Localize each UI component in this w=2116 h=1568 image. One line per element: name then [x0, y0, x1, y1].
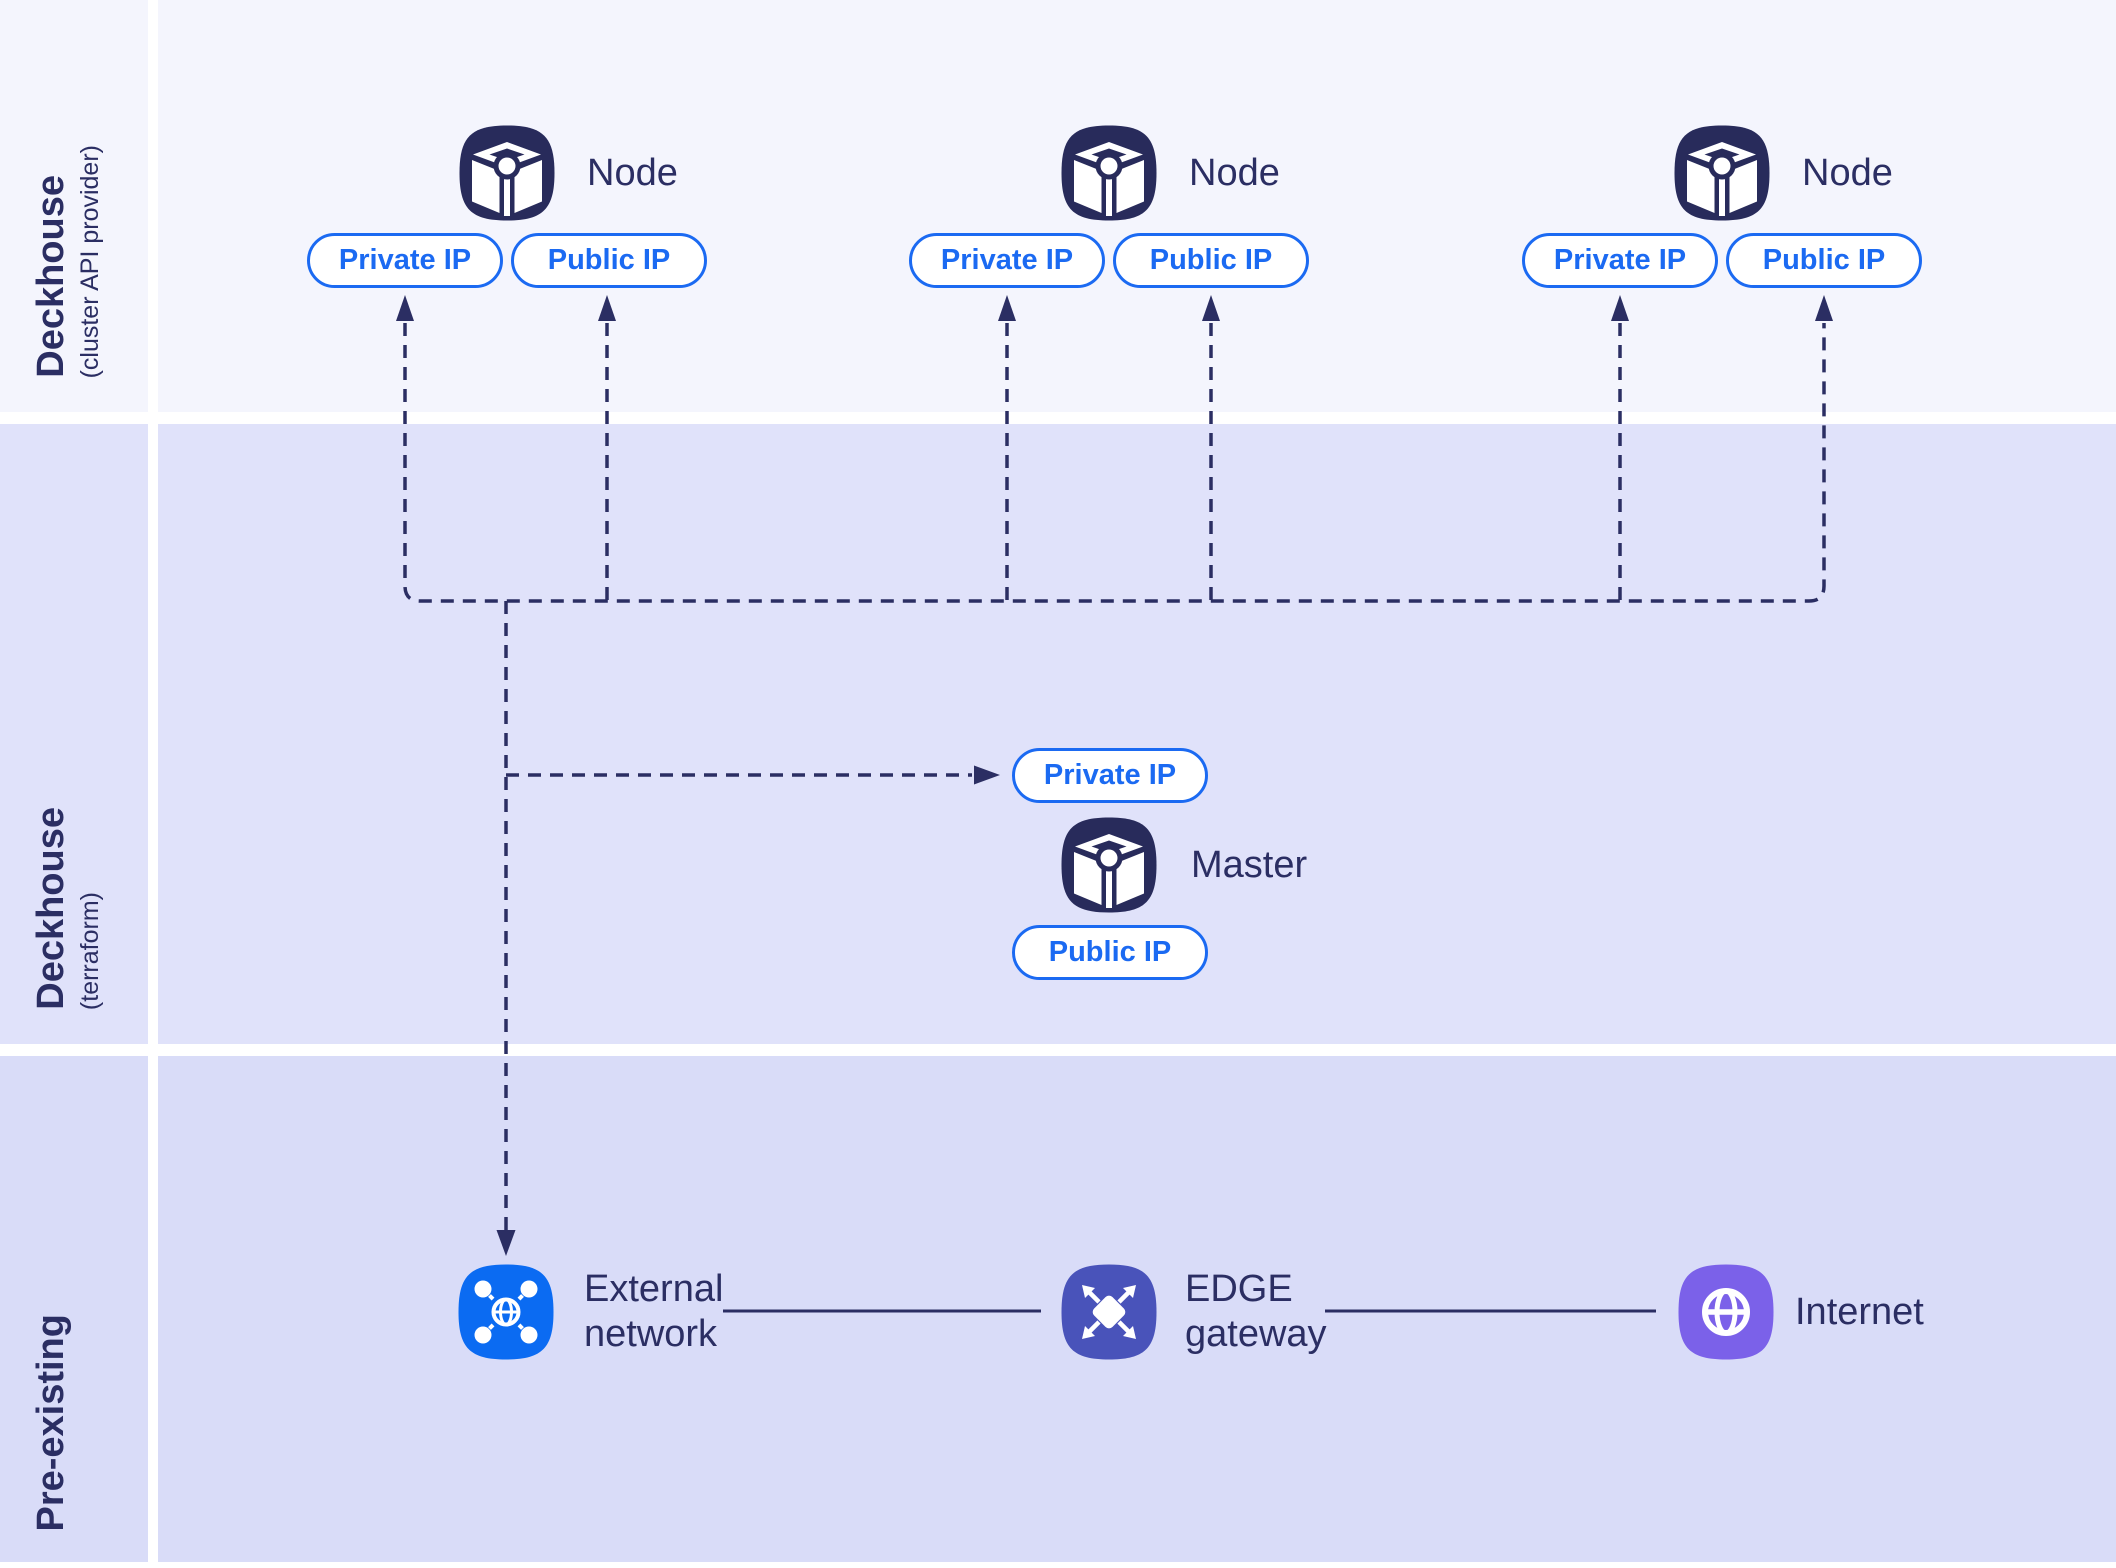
external-network-label: External network [584, 1262, 723, 1362]
internet-label: Internet [1795, 1262, 1924, 1362]
master-group: Private IP Master Public IP [910, 748, 1310, 980]
node-label-text: Node [587, 151, 678, 194]
lane-subtitle: (cluster API provider) [75, 144, 104, 378]
globe-icon [1676, 1262, 1776, 1362]
node-label: Node [1802, 123, 1893, 223]
public-ip-badge: Public IP [1012, 925, 1208, 980]
lane-label-deckhouse-terraform: Deckhouse (terraform) [30, 807, 104, 1010]
node-group-3: Node Private IP Public IP [1522, 123, 1922, 288]
external-network-group: External network [456, 1262, 876, 1362]
deckhouse-cube-icon [1059, 815, 1159, 915]
deckhouse-cube-icon [1059, 123, 1159, 223]
label-line-1: Internet [1795, 1290, 1924, 1333]
deckhouse-cube-icon [1672, 123, 1772, 223]
label-line-1: EDGE [1185, 1268, 1293, 1310]
node-label: Node [1189, 123, 1280, 223]
network-nodes-icon [456, 1262, 556, 1362]
label-line-1: External [584, 1268, 724, 1310]
label-line-2: network [584, 1313, 718, 1355]
lane-subtitle: (terraform) [75, 891, 104, 1010]
lane-label-pre-existing: Pre-existing [30, 1314, 72, 1532]
master-label: Master [1191, 815, 1307, 915]
private-ip-badge: Private IP [1522, 233, 1718, 288]
master-label-text: Master [1191, 843, 1308, 886]
private-ip-badge: Private IP [307, 233, 503, 288]
public-ip-badge: Public IP [511, 233, 707, 288]
edge-gateway-label: EDGE gateway [1185, 1262, 1327, 1362]
private-ip-badge: Private IP [909, 233, 1105, 288]
lane-label-divider [148, 0, 158, 1568]
node-label: Node [587, 123, 678, 223]
lane-title: Deckhouse [30, 807, 72, 1010]
private-ip-badge: Private IP [1012, 748, 1208, 803]
public-ip-badge: Public IP [1113, 233, 1309, 288]
edge-gateway-group: EDGE gateway [1059, 1262, 1479, 1362]
label-line-2: gateway [1185, 1313, 1327, 1355]
internet-group: Internet [1676, 1262, 2096, 1362]
deckhouse-cube-icon [457, 123, 557, 223]
node-group-2: Node Private IP Public IP [909, 123, 1309, 288]
expand-arrows-icon [1059, 1262, 1159, 1362]
lane-label-deckhouse-cluster-api: Deckhouse (cluster API provider) [30, 144, 104, 378]
lane-title: Pre-existing [30, 1314, 72, 1532]
lane-title: Deckhouse [30, 175, 72, 378]
public-ip-badge: Public IP [1726, 233, 1922, 288]
node-label-text: Node [1802, 151, 1893, 194]
node-label-text: Node [1189, 151, 1280, 194]
node-group-1: Node Private IP Public IP [307, 123, 707, 288]
